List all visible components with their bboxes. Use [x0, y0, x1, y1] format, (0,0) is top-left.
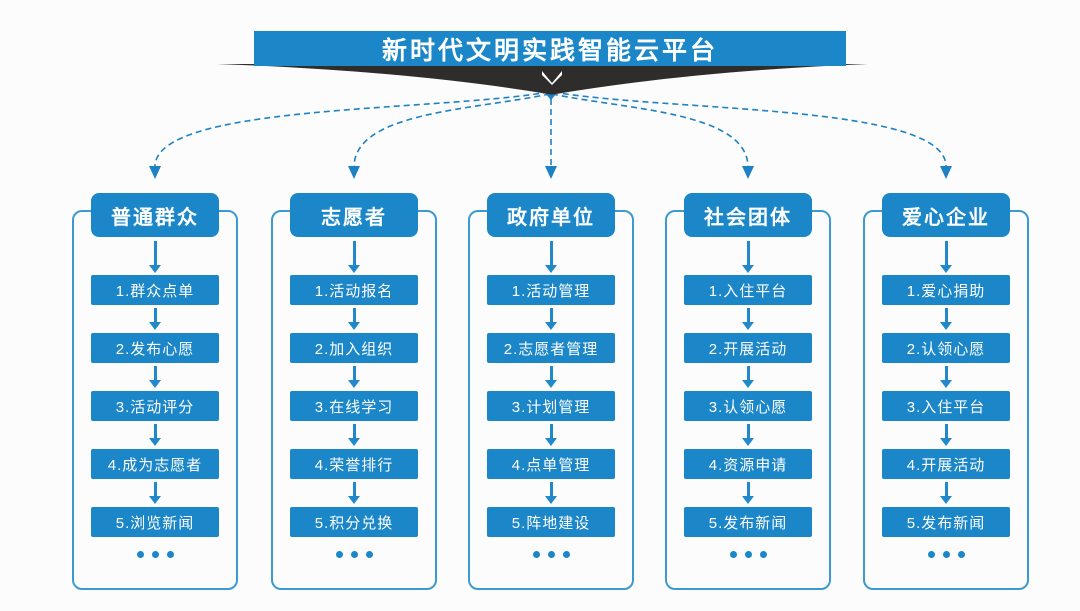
- flow-step: 4.荣誉排行: [290, 449, 418, 479]
- down-arrow-icon: [746, 308, 750, 322]
- down-arrow-icon: [944, 424, 948, 438]
- ellipsis-dots: [729, 551, 767, 558]
- column-social-organization: 社会团体 1.入住平台 2.开展活动 3.认领心愿 4.资源申请 5.发布新闻: [665, 193, 831, 590]
- down-arrow-icon: [352, 482, 356, 496]
- flow-step: 2.加入组织: [290, 333, 418, 363]
- down-arrow-icon: [746, 241, 750, 265]
- page-title: 新时代文明实践智能云平台: [254, 31, 846, 66]
- flow-step: 1.活动报名: [290, 275, 418, 305]
- down-arrow-icon: [352, 424, 356, 438]
- arrowhead-col3-icon: [545, 166, 557, 179]
- flow-step: 3.活动评分: [91, 391, 219, 421]
- flow-step: 4.成为志愿者: [91, 449, 219, 479]
- flow-step: 1.爱心捐助: [882, 275, 1010, 305]
- down-arrow-icon: [746, 366, 750, 380]
- flow-step: 5.浏览新闻: [91, 507, 219, 537]
- banner-wedge: [217, 64, 868, 95]
- connector-col2: [353, 93, 551, 167]
- flow-step: 3.计划管理: [487, 391, 615, 421]
- arrowhead-col1-icon: [149, 166, 161, 179]
- column-ordinary-public: 普通群众 1.群众点单 2.发布心愿 3.活动评分 4.成为志愿者 5.浏览新闻: [72, 193, 238, 590]
- ellipsis-dots: [335, 551, 373, 558]
- column-caring-enterprise: 爱心企业 1.爱心捐助 2.认领心愿 3.入住平台 4.开展活动 5.发布新闻: [863, 193, 1029, 590]
- down-arrow-icon: [549, 424, 553, 438]
- flow-step: 4.开展活动: [882, 449, 1010, 479]
- connector-col5: [552, 91, 947, 167]
- down-arrow-icon: [352, 241, 356, 265]
- flow-step: 5.积分兑换: [290, 507, 418, 537]
- flow-step: 3.在线学习: [290, 391, 418, 421]
- arrowhead-col2-icon: [348, 166, 360, 179]
- column-header: 普通群众: [91, 193, 219, 237]
- down-arrow-icon: [153, 241, 157, 265]
- down-arrow-icon: [549, 482, 553, 496]
- flow-step: 4.点单管理: [487, 449, 615, 479]
- flow-step: 1.群众点单: [91, 275, 219, 305]
- down-arrow-icon: [944, 308, 948, 322]
- ellipsis-dots: [927, 551, 965, 558]
- down-arrow-icon: [549, 366, 553, 380]
- flow-step: 3.入住平台: [882, 391, 1010, 421]
- down-arrow-icon: [944, 366, 948, 380]
- down-arrow-icon: [549, 308, 553, 322]
- flow-step: 2.发布心愿: [91, 333, 219, 363]
- column-header: 爱心企业: [882, 193, 1010, 237]
- down-arrow-icon: [746, 482, 750, 496]
- down-arrow-icon: [153, 308, 157, 322]
- flow-step: 5.阵地建设: [487, 507, 615, 537]
- column-government-unit: 政府单位 1.活动管理 2.志愿者管理 3.计划管理 4.点单管理 5.阵地建设: [468, 193, 634, 590]
- flow-step: 1.入住平台: [684, 275, 812, 305]
- flow-step: 2.开展活动: [684, 333, 812, 363]
- flow-step: 2.志愿者管理: [487, 333, 615, 363]
- connector-col4: [551, 93, 749, 167]
- flow-step: 5.发布新闻: [882, 507, 1010, 537]
- ellipsis-dots: [532, 551, 570, 558]
- flow-step: 3.认领心愿: [684, 391, 812, 421]
- flow-step: 4.资源申请: [684, 449, 812, 479]
- arrowhead-col5-icon: [940, 166, 952, 179]
- flow-step: 5.发布新闻: [684, 507, 812, 537]
- column-volunteer: 志愿者 1.活动报名 2.加入组织 3.在线学习 4.荣誉排行 5.积分兑换: [271, 193, 437, 590]
- flow-step: 2.认领心愿: [882, 333, 1010, 363]
- flow-step: 1.活动管理: [487, 275, 615, 305]
- column-header: 政府单位: [487, 193, 615, 237]
- arrowhead-col4-icon: [742, 166, 754, 179]
- down-arrow-icon: [944, 241, 948, 265]
- down-arrow-icon: [153, 424, 157, 438]
- wedge-shape: [217, 64, 868, 95]
- down-arrow-icon: [549, 241, 553, 265]
- column-header: 志愿者: [290, 193, 418, 237]
- ellipsis-dots: [136, 551, 174, 558]
- down-arrow-icon: [944, 482, 948, 496]
- down-arrow-icon: [352, 366, 356, 380]
- down-arrow-icon: [153, 366, 157, 380]
- connector-col1: [154, 91, 550, 167]
- down-arrow-icon: [542, 71, 562, 85]
- down-arrow-icon: [746, 424, 750, 438]
- down-arrow-icon: [153, 482, 157, 496]
- column-header: 社会团体: [684, 193, 812, 237]
- down-arrow-icon: [352, 308, 356, 322]
